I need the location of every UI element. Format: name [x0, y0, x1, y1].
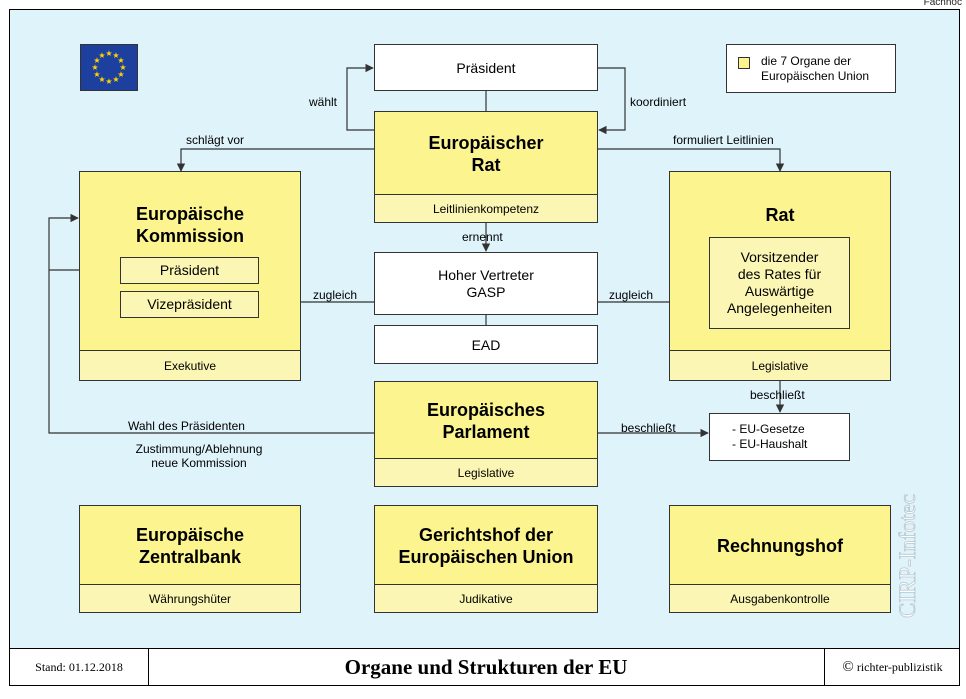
footer-date: Stand: 01.12.2018	[10, 649, 149, 685]
footer-copyright: © richter-publizistik	[824, 649, 960, 685]
rat-vorsitz-line2: des Rates für	[737, 266, 822, 282]
kommission-vizepraesident: Vizepräsident	[120, 291, 259, 318]
kommission-praesident-label: Präsident	[159, 262, 220, 278]
gesetze-box: - EU-Gesetze- EU-Haushalt	[709, 413, 850, 461]
kommission-footer: Exekutive	[80, 350, 300, 380]
svg-text:★: ★	[112, 75, 119, 84]
footer-title: Organe und Strukturen der EU	[344, 655, 628, 679]
rechnungshof-footer: Ausgabenkontrolle	[670, 584, 890, 612]
svg-text:★: ★	[98, 51, 105, 60]
svg-text:★: ★	[105, 77, 112, 86]
footer-copyright-text: richter-publizistik	[856, 660, 943, 674]
label-zugleich-left: zugleich	[313, 288, 358, 302]
label-koordiniert: koordiniert	[630, 95, 687, 109]
svg-text:★: ★	[98, 75, 105, 84]
label-beschliesst-parlament: beschließt	[621, 421, 676, 435]
europaeischer-rat-title-line1: Europäischer	[428, 133, 544, 153]
svg-text:★: ★	[117, 56, 124, 65]
svg-text:★: ★	[117, 70, 124, 79]
rat-vorsitz-line3: Auswärtige	[744, 283, 815, 299]
label-wahl: Wahl des Präsidenten	[128, 419, 245, 433]
gerichtshof-footer: Judikative	[375, 584, 597, 612]
europaeischer-rat-title-line2: Rat	[471, 155, 501, 175]
gerichtshof-title-line1: Gerichtshof der	[418, 525, 554, 545]
gesetze-line2: - EU-Haushalt	[732, 437, 808, 451]
kommission-title-line2: Kommission	[135, 226, 244, 246]
hoher-vertreter-line1: Hoher Vertreter	[438, 266, 534, 283]
label-waehlt: wählt	[309, 95, 338, 109]
ezb-title-line2: Zentralbank	[138, 547, 241, 567]
copyright-icon: ©	[842, 659, 854, 675]
svg-text:★: ★	[91, 63, 98, 72]
label-beschliesst-rat: beschließt	[750, 388, 805, 402]
kommission-praesident: Präsident	[120, 257, 259, 284]
label-zustimmung: Zustimmung/Ablehnung neue Kommission	[118, 442, 280, 470]
label-formuliert: formuliert Leitlinien	[673, 133, 774, 147]
ead-label: EAD	[471, 336, 501, 353]
svg-text:★: ★	[93, 70, 100, 79]
praesident-box: Präsident	[374, 44, 598, 91]
corner-text: Fachhoc	[923, 0, 962, 8]
legend-line-2: Europäischen Union	[761, 69, 870, 83]
europaeischer-rat-footer: Leitlinienkompetenz	[375, 194, 597, 222]
ezb-footer: Währungshüter	[80, 584, 300, 612]
rat-title: Rat	[765, 205, 795, 225]
ezb-title-line1: Europäische	[135, 525, 245, 545]
ead-box: EAD	[374, 325, 598, 364]
footer: Stand: 01.12.2018 Organe und Strukturen …	[10, 649, 959, 685]
gesetze-line1: - EU-Gesetze	[732, 422, 805, 436]
parlament-title-line2: Parlament	[442, 422, 530, 442]
rat-vorsitz-box: Vorsitzender des Rates für Auswärtige An…	[709, 237, 850, 329]
kommission-title-line1: Europäische	[135, 204, 245, 224]
parlament-title-line1: Europäisches	[426, 400, 546, 420]
label-zustimmung-line1: Zustimmung/Ablehnung	[135, 442, 263, 456]
hoher-vertreter-line2: GASP	[466, 283, 506, 300]
gerichtshof-title-line2: Europäischen Union	[398, 547, 574, 567]
eu-flag-icon: ★ ★ ★ ★ ★ ★ ★ ★ ★ ★ ★ ★	[80, 44, 138, 91]
label-schlaegt-vor: schlägt vor	[186, 133, 245, 147]
label-ernennt: ernennt	[462, 230, 503, 244]
svg-text:★: ★	[119, 63, 126, 72]
rat-vorsitz-line4: Angelegenheiten	[726, 300, 833, 316]
watermark-text: CIRP-Infotec	[895, 494, 920, 618]
rat-footer: Legislative	[670, 350, 890, 380]
rechnungshof-box: Rechnungshof Ausgabenkontrolle	[669, 505, 891, 613]
label-zustimmung-line2: neue Kommission	[151, 456, 247, 470]
label-zugleich-right: zugleich	[609, 288, 654, 302]
legend-line-1: die 7 Organe der	[761, 54, 852, 68]
legend: die 7 Organe der Europäischen Union	[726, 44, 896, 93]
rat-vorsitz-line1: Vorsitzender	[740, 249, 819, 265]
kommission-vizepraesident-label: Vizepräsident	[147, 296, 232, 312]
outer-frame	[9, 9, 960, 686]
svg-text:★: ★	[105, 49, 112, 58]
svg-text:★: ★	[93, 56, 100, 65]
legend-swatch	[738, 57, 750, 69]
parlament-footer: Legislative	[375, 458, 597, 486]
praesident-label: Präsident	[456, 59, 516, 76]
rechnungshof-title: Rechnungshof	[717, 536, 843, 556]
svg-text:★: ★	[112, 51, 119, 60]
watermark: CIRP-Infotec	[895, 494, 921, 619]
legend-text: die 7 Organe der Europäischen Union	[761, 54, 869, 84]
